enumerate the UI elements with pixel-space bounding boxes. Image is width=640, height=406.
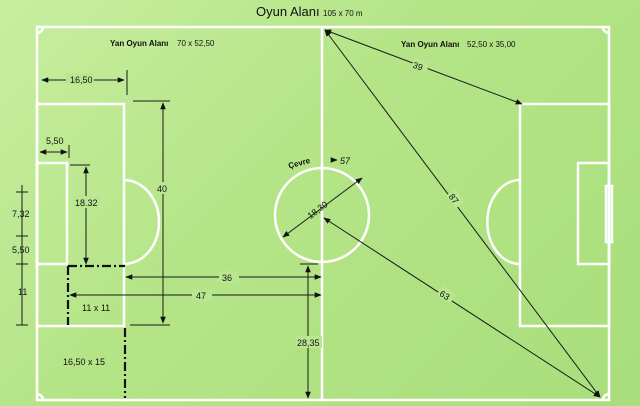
label-36: 36	[222, 273, 232, 283]
label-87: 87	[447, 192, 461, 206]
left-goal-area	[35, 161, 69, 266]
right-penalty-arc	[486, 178, 521, 266]
title: Oyun Alanı	[256, 4, 320, 19]
label-28-35: 28,35	[297, 338, 320, 348]
label-7-32: 7,32	[12, 209, 30, 219]
right-penalty-box	[518, 102, 611, 328]
label-cevre: Çevre	[287, 156, 311, 171]
side-right-dims: 52,50 x 35,00	[467, 40, 516, 49]
side-left-label: Yan Oyun Alanı	[110, 39, 168, 48]
label-18-30: 18,30	[306, 199, 330, 221]
label-18-32: 18.32	[75, 198, 98, 208]
label-11x11: 11 x 11	[82, 303, 110, 313]
label-40: 40	[157, 184, 167, 194]
label-63: 63	[438, 288, 452, 302]
corner-arcs	[36, 26, 610, 401]
side-right-label: Yan Oyun Alanı	[401, 40, 459, 49]
left-penalty-arc	[123, 178, 161, 266]
right-goal	[604, 184, 614, 244]
label-39: 39	[411, 60, 424, 73]
label-16-50: 16,50	[70, 75, 93, 85]
labels: Oyun Alanı 105 x 70 m Yan Oyun Alanı 70 …	[12, 4, 516, 367]
label-47: 47	[196, 291, 206, 301]
right-goal-area	[576, 161, 611, 266]
label-11: 11	[18, 287, 27, 297]
label-5-50-side: 5,50	[12, 245, 30, 255]
field-lines	[35, 25, 614, 402]
label-16-50x15: 16,50 x 15	[63, 357, 105, 367]
label-57: 57	[340, 156, 351, 166]
side-left-dims: 70 x 52,50	[177, 39, 215, 48]
label-5-50: 5,50	[46, 136, 64, 146]
title-dims: 105 x 70 m	[323, 9, 363, 18]
